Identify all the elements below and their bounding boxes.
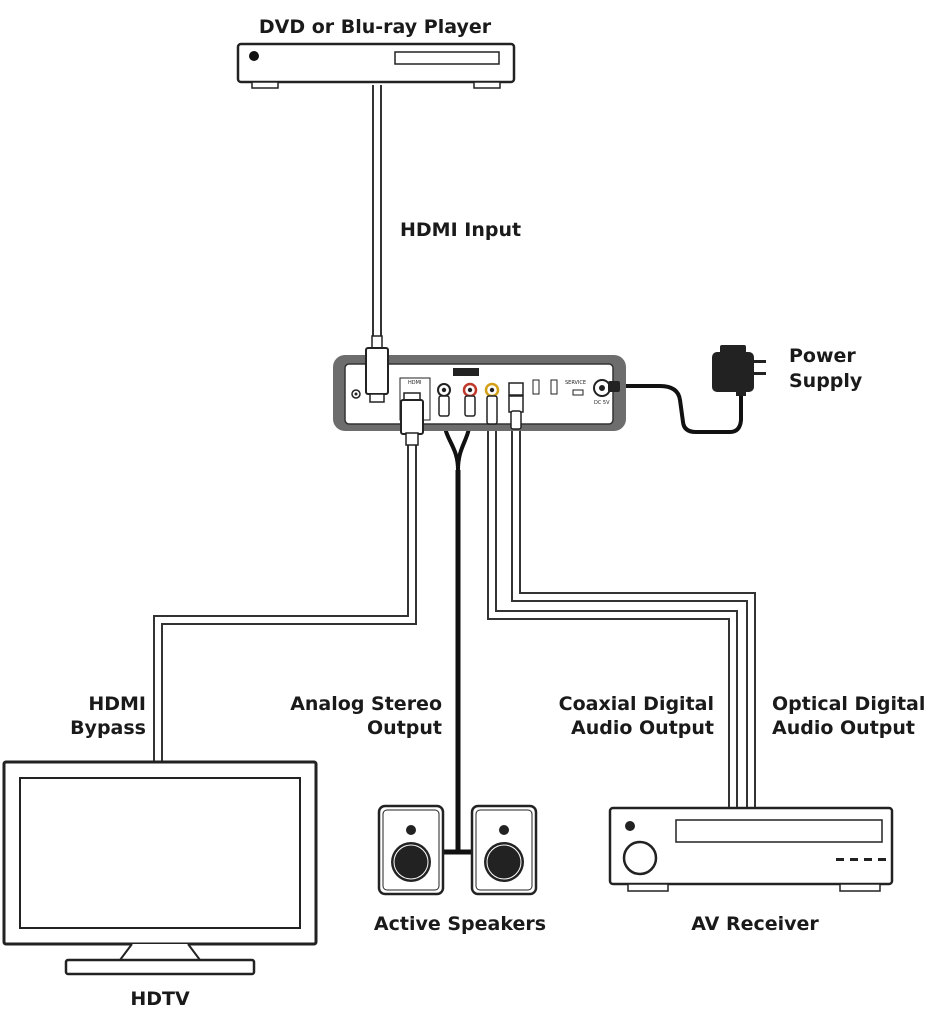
- cable-optical: [511, 430, 756, 808]
- optical-output-label-line2: Audio Output: [772, 717, 915, 739]
- av-receiver: [608, 806, 894, 892]
- analog-output-label-line2: Output: [367, 717, 442, 739]
- service-port-label: SERVICE: [565, 380, 586, 386]
- dc-plug: [608, 381, 620, 392]
- dip-switch-2: [550, 379, 558, 395]
- power-button-icon: [249, 51, 259, 61]
- dvd-player: [236, 42, 516, 89]
- dc-jack-label: DC 5V: [594, 400, 610, 406]
- cable-analog: [440, 417, 474, 855]
- coaxial-output-label-line1: Coaxial Digital: [559, 693, 714, 715]
- hdmi-input-plug: [365, 335, 389, 403]
- optical-output-label-line1: Optical Digital: [772, 693, 925, 715]
- hdmi-bypass-plug: [400, 392, 424, 446]
- speakers-label: Active Speakers: [374, 913, 546, 935]
- optical-port: [508, 382, 524, 396]
- power-supply-label-line1: Power: [789, 345, 856, 367]
- analog-output-label-line1: Analog Stereo: [290, 693, 442, 715]
- optical-plug: [508, 395, 524, 430]
- hdmi-bypass-label-line1: HDMI: [88, 693, 146, 715]
- receiver-display: [675, 819, 883, 843]
- tweeter-icon: [406, 825, 416, 835]
- cable-hdmi-bypass: [153, 440, 417, 762]
- hdtv: [2, 760, 318, 976]
- cable-coaxial: [487, 430, 738, 808]
- hdmi-port-label: HDMI: [408, 380, 421, 386]
- source-device-label: DVD or Blu-ray Player: [259, 16, 492, 38]
- power-adapter-icon: [712, 345, 766, 396]
- speaker-left: [377, 804, 445, 896]
- dip-switch-1: [532, 379, 540, 395]
- rca-plugs: [438, 395, 498, 425]
- power-button-icon: [625, 821, 635, 831]
- tweeter-icon: [499, 825, 509, 835]
- woofer-icon: [484, 842, 524, 882]
- disc-tray: [394, 51, 500, 65]
- hdmi-bypass-label-line2: Bypass: [70, 717, 146, 739]
- service-port: [572, 389, 584, 396]
- power-supply-label-line2: Supply: [789, 370, 863, 392]
- speaker-right: [470, 804, 538, 896]
- woofer-icon: [391, 842, 431, 882]
- tv-label: HDTV: [130, 988, 190, 1010]
- volume-knob-icon: [622, 840, 658, 876]
- coaxial-output-label-line2: Audio Output: [571, 717, 714, 739]
- cable-power: [618, 384, 743, 434]
- receiver-label: AV Receiver: [691, 913, 819, 935]
- rca-badge: [453, 368, 479, 376]
- hdmi-input-label: HDMI Input: [400, 219, 521, 241]
